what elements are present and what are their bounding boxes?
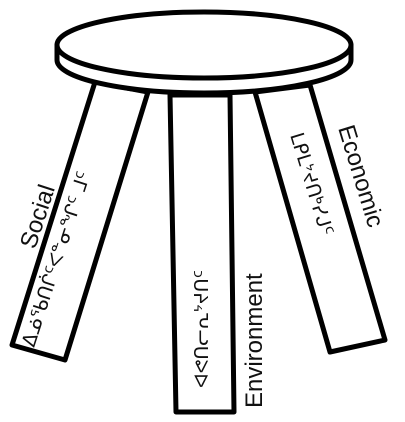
stool-seat [57,12,351,93]
leg-environment: ᐊᕙᑎᓕᕆᔾᔪᑎᑦ Environment [170,95,268,412]
leg-economic: ᒪᑭᒪᔾᔪᑎᒃᓯᒍᑦ Economic [255,85,389,352]
leg-environment-label: Environment [241,273,268,408]
leg-environment-syllabics: ᐊᕙᑎᓕᕆᔾᔪᑎᑦ [191,270,213,388]
seat-top [57,12,351,78]
leg-social: ᐃᓅᖃᑎᒌᑦᐸᓐᓂᖏᑦ ᒧᑦ Social [12,82,148,360]
